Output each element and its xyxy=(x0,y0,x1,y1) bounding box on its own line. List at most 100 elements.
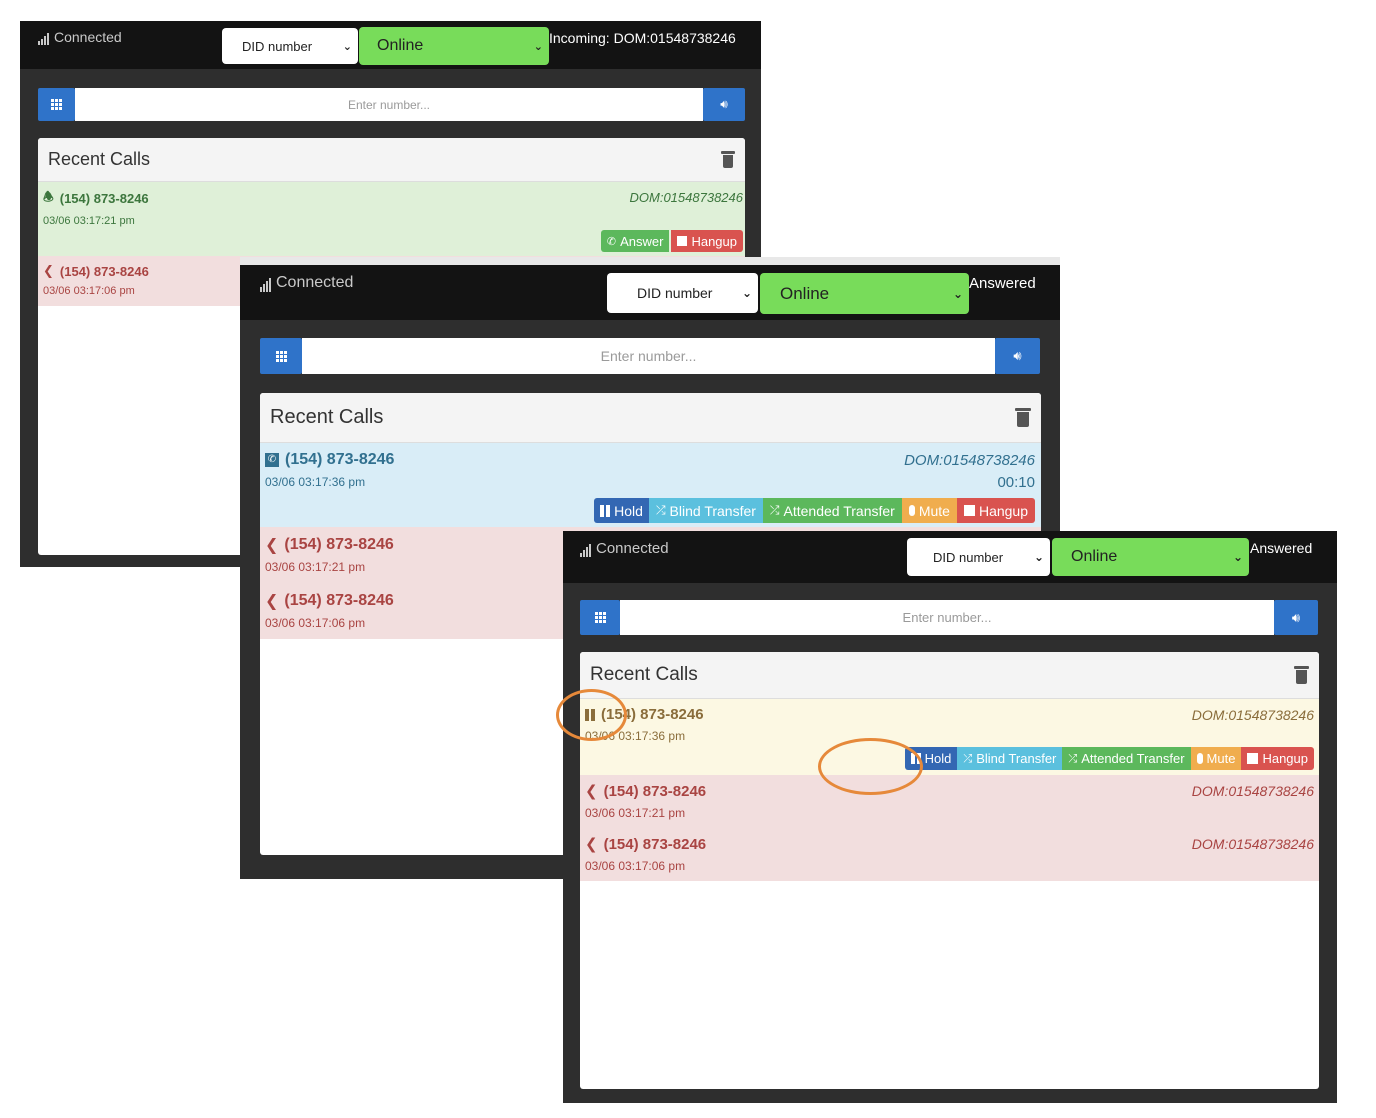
recent-calls-panel: Recent Calls (154) 873-8246 03/06 03:17:… xyxy=(580,652,1319,1089)
signal-bars-icon xyxy=(38,33,49,45)
chevron-left-icon: ❮ xyxy=(265,591,279,610)
trash-icon[interactable] xyxy=(1015,408,1031,427)
chevron-down-icon: ⌄ xyxy=(533,39,543,53)
answer-label: Answer xyxy=(620,233,664,249)
trash-icon[interactable] xyxy=(721,151,735,168)
call-time: 03/06 03:17:21 pm xyxy=(43,215,135,227)
shuffle-icon: ⤮ xyxy=(1068,751,1078,765)
call-actions: ✆ Answer Hangup xyxy=(600,230,743,252)
call-time: 03/06 03:17:06 pm xyxy=(265,616,366,630)
recent-calls-header: Recent Calls xyxy=(580,652,1319,699)
hangup-label: Hangup xyxy=(691,233,737,249)
call-row[interactable]: ❮ (154) 873-8246 03/06 03:17:06 pm DOM:0… xyxy=(580,828,1319,881)
recent-calls-header: Recent Calls xyxy=(260,393,1041,443)
mute-button[interactable]: Mute xyxy=(1190,747,1242,770)
call-duration: 00:10 xyxy=(997,474,1035,491)
speaker-button[interactable]: 🔊︎ xyxy=(703,88,745,121)
speaker-icon: 🔊︎ xyxy=(1291,609,1301,625)
hangup-button[interactable]: Hangup xyxy=(1241,747,1314,770)
recent-calls-title: Recent Calls xyxy=(48,149,151,169)
bell-icon: 🕭︎ xyxy=(43,190,54,204)
top-bar: Connected DID number ⌄ Online ⌄ Answered xyxy=(563,531,1337,583)
call-state-label: Answered xyxy=(969,275,1036,292)
stop-icon xyxy=(963,505,975,516)
speaker-button[interactable]: 🔊︎ xyxy=(995,338,1040,374)
chevron-left-icon: ❮ xyxy=(585,782,598,800)
call-time: 03/06 03:17:21 pm xyxy=(585,806,686,820)
call-dom: DOM:01548738246 xyxy=(904,452,1035,469)
connection-label: Connected xyxy=(596,540,669,557)
number-input[interactable]: Enter number... xyxy=(302,338,995,374)
stop-icon xyxy=(1247,753,1259,764)
recent-calls-header: Recent Calls xyxy=(38,138,745,182)
call-state-label: Incoming: DOM:01548738246 xyxy=(549,30,736,46)
call-number: (154) 873-8246 xyxy=(603,782,707,800)
call-number: (154) 873-8246 xyxy=(284,535,394,553)
keypad-button[interactable] xyxy=(38,88,75,121)
did-select[interactable]: DID number ⌄ xyxy=(222,28,358,64)
shuffle-icon: ⤮ xyxy=(769,503,780,517)
phone-panel-on-hold: Connected DID number ⌄ Online ⌄ Answered… xyxy=(563,531,1337,1103)
call-actions: Hold ⤮ Blind Transfer ⤮ Attended Transfe… xyxy=(594,498,1035,523)
number-input[interactable]: Enter number... xyxy=(75,88,703,121)
blind-transfer-button[interactable]: ⤮ Blind Transfer xyxy=(957,747,1063,770)
chevron-down-icon: ⌄ xyxy=(952,286,963,301)
top-bar: Connected DID number ⌄ Online ⌄ Answered xyxy=(240,265,1060,320)
answer-button[interactable]: ✆ Answer xyxy=(600,230,670,252)
call-row[interactable]: 🕭︎ (154) 873-8246 03/06 03:17:21 pm DOM:… xyxy=(38,182,745,256)
call-dom: DOM:01548738246 xyxy=(1191,707,1314,723)
attended-transfer-button[interactable]: ⤮ Attended Transfer xyxy=(762,498,902,523)
microphone-icon xyxy=(908,505,915,516)
status-select[interactable]: Online ⌄ xyxy=(359,27,549,65)
call-dom: DOM:01548738246 xyxy=(1191,783,1314,799)
call-actions: Hold ⤮ Blind Transfer ⤮ Attended Transfe… xyxy=(904,747,1314,770)
stop-icon xyxy=(677,236,688,246)
keypad-icon xyxy=(51,99,62,110)
keypad-icon xyxy=(594,612,606,623)
status-select[interactable]: Online ⌄ xyxy=(760,273,969,314)
blind-transfer-label: Blind Transfer xyxy=(976,751,1057,766)
keypad-button[interactable] xyxy=(580,600,620,635)
call-time: 03/06 03:17:21 pm xyxy=(265,560,366,574)
call-time: 03/06 03:17:06 pm xyxy=(43,285,135,297)
trash-icon[interactable] xyxy=(1294,666,1309,684)
did-select-label: DID number xyxy=(637,285,713,301)
did-select[interactable]: DID number ⌄ xyxy=(607,273,758,313)
did-select-label: DID number xyxy=(933,549,1004,565)
call-row[interactable]: (154) 873-8246 03/06 03:17:36 pm DOM:015… xyxy=(580,699,1319,775)
speaker-icon: 🔊︎ xyxy=(720,97,728,111)
shuffle-icon: ⤮ xyxy=(655,503,666,517)
call-time: 03/06 03:17:36 pm xyxy=(585,729,686,743)
call-number: (154) 873-8246 xyxy=(59,264,149,279)
did-select[interactable]: DID number ⌄ xyxy=(907,538,1050,576)
hangup-button[interactable]: Hangup xyxy=(956,498,1035,523)
hold-label: Hold xyxy=(924,751,952,766)
hangup-button[interactable]: Hangup xyxy=(671,230,743,252)
blind-transfer-label: Blind Transfer xyxy=(669,502,756,519)
call-state-label: Answered xyxy=(1250,540,1313,556)
hold-button[interactable]: Hold xyxy=(594,498,649,523)
call-dom: DOM:01548738246 xyxy=(629,190,743,205)
annotation-circle-hold-button xyxy=(818,738,923,795)
blind-transfer-button[interactable]: ⤮ Blind Transfer xyxy=(648,498,763,523)
pause-icon xyxy=(600,504,611,517)
call-time: 03/06 03:17:36 pm xyxy=(265,475,366,489)
signal-bars-icon xyxy=(260,278,271,292)
connection-status: Connected xyxy=(580,540,669,557)
call-row[interactable]: ❮ (154) 873-8246 03/06 03:17:21 pm DOM:0… xyxy=(580,775,1319,828)
call-number: (154) 873-8246 xyxy=(284,591,394,609)
call-row[interactable]: ✆ (154) 873-8246 03/06 03:17:36 pm DOM:0… xyxy=(260,443,1041,527)
speaker-button[interactable]: 🔊︎ xyxy=(1274,600,1318,635)
recent-calls-title: Recent Calls xyxy=(590,664,698,685)
shuffle-icon: ⤮ xyxy=(963,751,973,765)
number-input[interactable]: Enter number... xyxy=(620,600,1274,635)
call-number: (154) 873-8246 xyxy=(603,835,707,853)
dial-row: Enter number... 🔊︎ xyxy=(580,600,1318,635)
status-select[interactable]: Online ⌄ xyxy=(1052,538,1249,576)
keypad-button[interactable] xyxy=(260,338,302,374)
top-bar: Connected DID number ⌄ Online ⌄ Incoming… xyxy=(20,21,761,69)
attended-transfer-label: Attended Transfer xyxy=(783,502,895,519)
mute-button[interactable]: Mute xyxy=(901,498,957,523)
attended-transfer-button[interactable]: ⤮ Attended Transfer xyxy=(1062,747,1191,770)
call-time: 03/06 03:17:06 pm xyxy=(585,859,686,873)
